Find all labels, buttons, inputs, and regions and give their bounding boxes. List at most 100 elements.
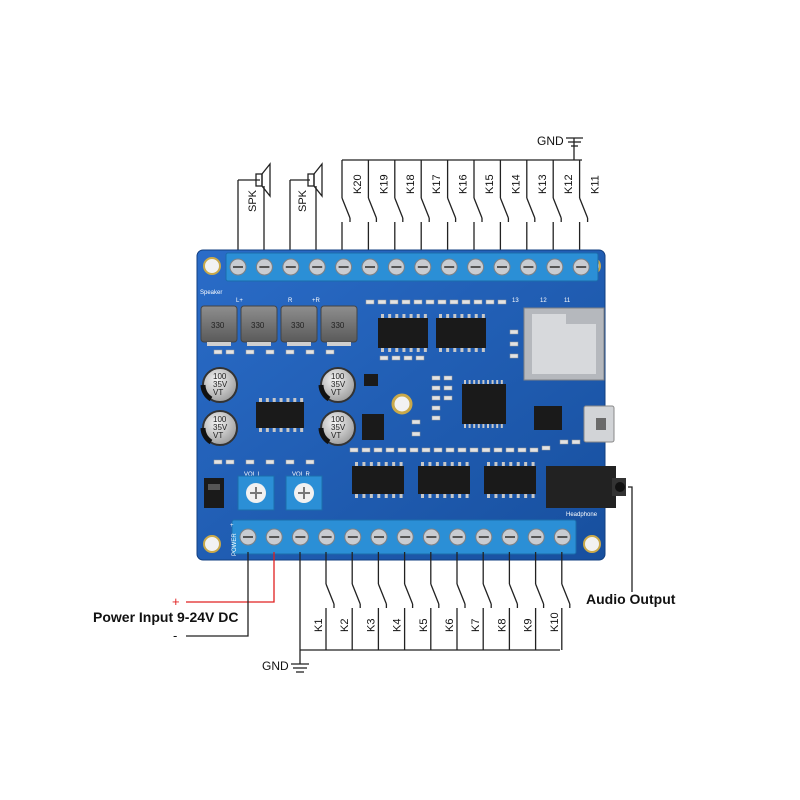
bottom-terminal-screw[interactable]	[265, 528, 283, 546]
smd-part	[225, 349, 235, 355]
top-terminal-screw[interactable]	[572, 258, 590, 276]
smd-part	[365, 299, 375, 305]
smd-part	[285, 459, 295, 465]
bottom-terminal-screw[interactable]	[396, 528, 414, 546]
bottom-key-switch: K9	[523, 552, 545, 650]
smd-part	[379, 355, 389, 361]
smd-part	[421, 447, 431, 453]
top-terminal-screw[interactable]	[414, 258, 432, 276]
bottom-key-switch: K2	[339, 552, 361, 650]
smd-part	[517, 447, 527, 453]
top-gnd-label: GND	[537, 134, 564, 148]
smd-part	[529, 447, 539, 453]
smd-part	[225, 459, 235, 465]
top-key-label: K15	[484, 174, 496, 194]
bottom-terminal-screw[interactable]	[527, 528, 545, 546]
driver-chip-2	[436, 318, 486, 348]
top-terminal-block	[225, 252, 599, 282]
bottom-key-switch: K10	[549, 552, 571, 650]
bottom-key-label: K3	[365, 619, 377, 632]
svg-text:330: 330	[251, 321, 265, 330]
bottom-key-label: K9	[523, 619, 535, 632]
top-terminal-screw[interactable]	[546, 258, 564, 276]
bottom-terminal-screw[interactable]	[239, 528, 257, 546]
top-terminal-screw[interactable]	[255, 258, 273, 276]
bottom-terminal-screw[interactable]	[449, 528, 467, 546]
smd-part	[497, 299, 507, 305]
svg-text:VT: VT	[213, 388, 223, 397]
svg-text:100: 100	[331, 372, 345, 381]
silk-vol-l: VOL L	[244, 472, 261, 478]
inductor: 330	[200, 305, 238, 346]
bottom-key-switch: K5	[418, 552, 440, 650]
smd-part	[213, 349, 223, 355]
silk-l-plus: L+	[236, 298, 243, 304]
svg-text:35V: 35V	[213, 380, 228, 389]
top-terminal-screw[interactable]	[335, 258, 353, 276]
bottom-terminal-screw[interactable]	[291, 528, 309, 546]
top-terminal-screw[interactable]	[519, 258, 537, 276]
bottom-key-label: K5	[418, 619, 430, 632]
svg-text:35V: 35V	[331, 423, 346, 432]
smd-part	[265, 349, 275, 355]
bottom-terminal-screw[interactable]	[318, 528, 336, 546]
bottom-terminal-block	[231, 519, 577, 555]
smd-part	[391, 355, 401, 361]
svg-text:VT: VT	[331, 388, 341, 397]
speaker-left-wiring: SPK	[237, 162, 271, 258]
top-terminal-screw[interactable]	[282, 258, 300, 276]
mount-hole	[583, 535, 601, 553]
bottom-key-switch: K3	[365, 552, 388, 650]
silk-r-plus: +R	[312, 298, 321, 304]
top-terminal-screw[interactable]	[361, 258, 379, 276]
silk-power-plus: +	[230, 523, 234, 529]
smd-part	[437, 299, 447, 305]
smd-part	[433, 447, 443, 453]
silk-power: POWER	[232, 533, 238, 556]
bottom-terminal-screw[interactable]	[501, 528, 519, 546]
bottom-terminal-screw[interactable]	[344, 528, 362, 546]
svg-text:VT: VT	[331, 431, 341, 440]
bottom-gnd-label: GND	[262, 659, 289, 673]
svg-text:VT: VT	[213, 431, 223, 440]
smd-part	[325, 349, 335, 355]
smd-part	[473, 299, 483, 305]
power-jumper	[204, 478, 224, 508]
top-terminal-screw[interactable]	[440, 258, 458, 276]
top-terminal-screw[interactable]	[467, 258, 485, 276]
bottom-terminal-screw[interactable]	[370, 528, 388, 546]
mount-hole	[203, 535, 221, 553]
top-terminal-screw[interactable]	[308, 258, 326, 276]
bottom-gnd-rail: GND	[262, 552, 560, 673]
smd-part	[361, 447, 371, 453]
smd-part	[373, 447, 383, 453]
top-terminal-screw[interactable]	[387, 258, 405, 276]
top-terminal-screw[interactable]	[493, 258, 511, 276]
bottom-terminal-screw[interactable]	[422, 528, 440, 546]
top-terminal-screw[interactable]	[229, 258, 247, 276]
top-key-switch: K20	[341, 160, 364, 258]
top-key-label: K13	[537, 174, 549, 194]
smd-part	[409, 447, 419, 453]
smd-part	[245, 459, 255, 465]
sd-card-slot	[523, 307, 605, 381]
mcu-chip	[462, 384, 506, 424]
driver-chip-4	[418, 466, 470, 494]
smd-part	[401, 299, 411, 305]
silk-headphone: Headphone	[566, 512, 598, 518]
bottom-terminal-screw[interactable]	[475, 528, 493, 546]
smd-part	[509, 353, 519, 359]
smd-part	[397, 447, 407, 453]
headphone-jack	[546, 466, 626, 508]
power-input-wiring: + - Power Input 9-24V DC	[93, 552, 275, 643]
smd-part	[571, 439, 581, 445]
bottom-key-switch: K7	[470, 552, 492, 650]
speaker-right-wiring: SPK	[289, 162, 323, 258]
bottom-terminal-screw[interactable]	[553, 528, 571, 546]
power-input-label: Power Input 9-24V DC	[93, 609, 238, 625]
smd-part	[541, 445, 551, 451]
